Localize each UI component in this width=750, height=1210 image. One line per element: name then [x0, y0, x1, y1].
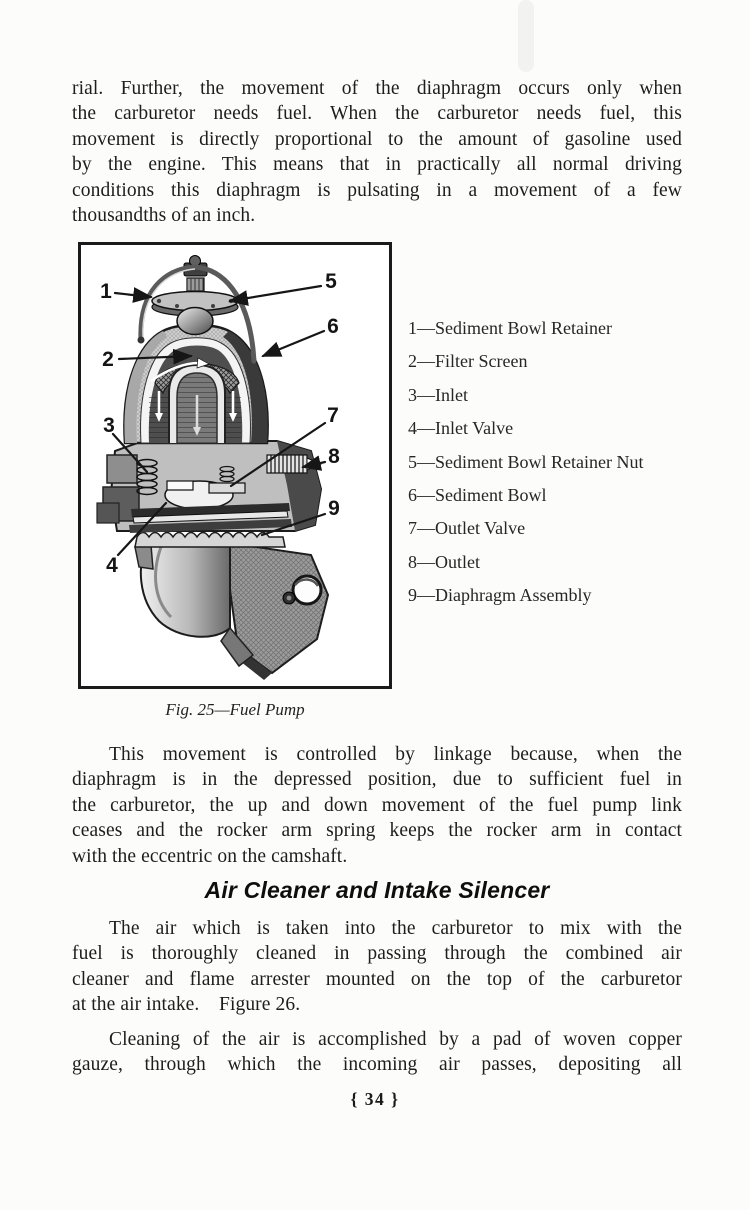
callout-9: 9	[328, 497, 340, 520]
callout-6: 6	[327, 315, 339, 338]
text-line: gauze, through which the incoming air pa…	[72, 1054, 682, 1076]
figure-caption: Fig. 25—Fuel Pump	[165, 700, 305, 719]
fuel-pump-illustration: 1 2 3 4 5 6 7 8 9	[96, 255, 340, 680]
crimp-band	[134, 531, 286, 548]
figure-25-frame: 1 2 3 4 5 6 7 8 9	[78, 242, 392, 689]
lower-snout	[134, 544, 154, 570]
text-line: ceases and the rocker arm spring keeps t…	[72, 820, 682, 842]
legend-item-6: 6—Sediment Bowl	[408, 484, 547, 505]
text-line: the carburetor needs fuel. When the carb…	[72, 103, 682, 125]
callout-line-7	[229, 421, 327, 488]
text-line: thousandths of an inch.	[72, 205, 256, 227]
legend-item-3: 3—Inlet	[408, 384, 468, 405]
callout-line-1	[113, 287, 153, 303]
legend-item-9: 9—Diaphragm Assembly	[408, 585, 592, 606]
callout-5: 5	[325, 270, 337, 293]
text-line: movement is directly proportional to the…	[72, 128, 682, 150]
text-line: at the air intake. Figure 26.	[72, 994, 301, 1016]
inlet-spring	[136, 458, 158, 496]
callout-line-6	[261, 329, 326, 358]
legend-item-5: 5—Sediment Bowl Retainer Nut	[408, 451, 644, 472]
legend-item-8: 8—Outlet	[408, 551, 480, 572]
text-line: fuel is thoroughly cleaned in passing th…	[72, 943, 682, 965]
callout-line-5	[228, 284, 323, 306]
paragraph-air-cleaning: Cleaning of the air is accomplished by a…	[72, 1027, 682, 1078]
callout-line-4	[116, 501, 168, 557]
sediment-bowl	[123, 323, 269, 445]
text-line: the carburetor, the up and down movement…	[72, 794, 682, 816]
callout-4: 4	[106, 554, 118, 577]
lower-body-casting	[134, 542, 255, 668]
figure-callouts: 1 2 3 4 5 6 7 8 9	[100, 270, 340, 577]
scan-artifact	[518, 0, 534, 72]
text-line: This movement is controlled by linkage b…	[109, 744, 682, 765]
figure-legend: 1—Sediment Bowl Retainer 2—Filter Screen…	[408, 312, 643, 613]
text-line: rial. Further, the movement of the diaph…	[72, 78, 682, 99]
callout-8: 8	[328, 445, 340, 468]
paragraph-diaphragm: rial. Further, the movement of the diaph…	[72, 76, 682, 228]
paragraph-air-cleaner: The air which is taken into the carburet…	[72, 916, 682, 1018]
legend-item-4: 4—Inlet Valve	[408, 418, 514, 439]
callout-line-2	[117, 348, 193, 365]
paragraph-linkage: This movement is controlled by linkage b…	[72, 742, 682, 869]
inlet-valve-seat	[166, 480, 194, 491]
text-line: conditions this diaphragm is pulsating i…	[72, 179, 682, 201]
callout-line-3	[111, 432, 149, 474]
text-line: The air which is taken into the carburet…	[109, 918, 682, 939]
legend-item-2: 2—Filter Screen	[408, 351, 528, 372]
callout-1: 1	[100, 280, 112, 303]
callout-7: 7	[327, 404, 339, 427]
text-line: Cleaning of the air is accomplished by a…	[109, 1029, 682, 1050]
legend-item-1: 1—Sediment Bowl Retainer	[408, 318, 612, 338]
text-line: diaphragm is in the depressed position, …	[72, 769, 682, 791]
fuel-flow-arrows	[150, 357, 237, 436]
legend-item-7: 7—Outlet Valve	[408, 518, 526, 539]
outlet-valve-seat	[208, 482, 246, 494]
text-line: by the engine. This means that in practi…	[72, 154, 682, 176]
section-heading: Air Cleaner and Intake Silencer	[204, 877, 550, 903]
callout-2: 2	[102, 348, 114, 371]
page-number: { 34 }	[350, 1089, 400, 1109]
callout-3: 3	[103, 414, 115, 437]
valve-spring	[219, 465, 235, 483]
mounting-flange	[227, 541, 330, 680]
text-line: cleaner and flame arrester mounted on th…	[72, 968, 682, 990]
bowl-retainer-hardware	[137, 255, 257, 364]
callout-line-8	[301, 455, 327, 471]
callout-line-9	[260, 512, 327, 537]
diaphragm-assembly	[129, 503, 292, 533]
text-line: with the eccentric on the camshaft.	[72, 845, 348, 867]
